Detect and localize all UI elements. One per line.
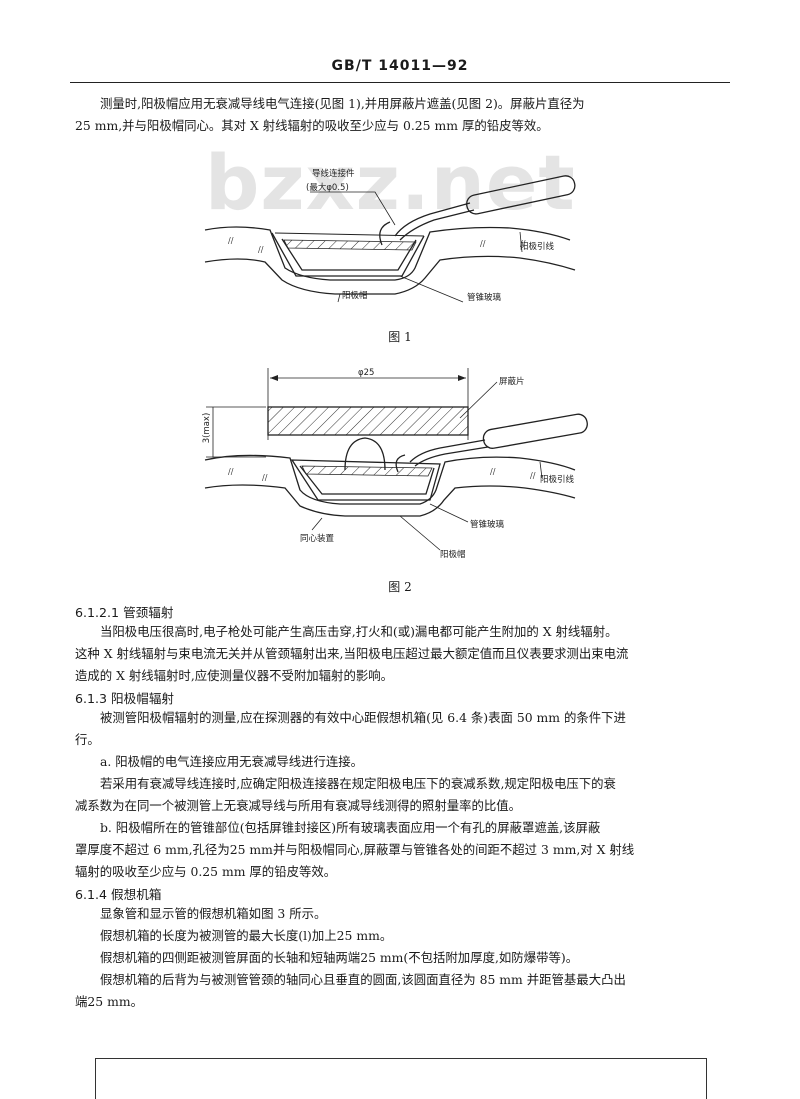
fig2-label-diameter: φ25: [358, 368, 374, 378]
fig1-label-connector-size: (最大φ0.5): [306, 182, 349, 193]
watermark: bzxz.net: [205, 138, 576, 227]
svg-text://: //: [480, 239, 486, 248]
figure-1-drawing: [204, 175, 576, 303]
fig2-label-lead: 阳极引线: [540, 474, 575, 485]
fig1-label-connector: 导线连接件: [312, 168, 355, 179]
s613-item-a: a. 阳极帽的电气连接应用无衰减导线进行连接。: [100, 754, 364, 769]
heading-6-1-4: 6.1.4 假想机箱: [75, 887, 162, 902]
heading-6-1-3: 6.1.3 阳极帽辐射: [75, 691, 175, 706]
figure-2-drawing: [204, 368, 588, 551]
fig2-label-concentric: 同心装置: [300, 533, 335, 544]
standard-number-header: GB/T 14011—92: [331, 58, 469, 74]
s613-line-2: 行。: [75, 732, 100, 747]
s614-line-3: 假想机箱的四侧距被测管屏面的长轴和短轴两端25 mm(不包括附加厚度,如防爆带等…: [100, 950, 579, 965]
s614-line-2: 假想机箱的长度为被测管的最大长度(l)加上25 mm。: [100, 928, 393, 943]
fig1-label-cap: 阳极帽: [342, 290, 368, 301]
footer-frame: [95, 1058, 707, 1099]
fig2-label-cap: 阳极帽: [440, 549, 466, 560]
fig2-label-glass: 管锥玻璃: [470, 519, 505, 530]
s6121-line-2: 这种 X 射线辐射与束电流无关并从管颈辐射出来,当阳极电压超过最大额定值而且仪表…: [75, 646, 629, 661]
figure-2-caption: 图 2: [388, 580, 412, 594]
fig2-label-shield: 屏蔽片: [499, 376, 525, 387]
svg-text://: //: [228, 236, 234, 245]
svg-text://: //: [228, 467, 234, 476]
figure-1-caption: 图 1: [388, 330, 412, 344]
figure-2-glass-marks: // // // //: [228, 467, 536, 482]
s613-item-b-line-1: b. 阳极帽所在的管锥部位(包括屏锥封接区)所有玻璃表面应用一个有孔的屏蔽罩遮盖…: [100, 820, 601, 835]
figure-1-glass-marks: // // // //: [228, 236, 526, 254]
s614-line-1: 显象管和显示管的假想机箱如图 3 所示。: [100, 906, 327, 921]
header-rule: [70, 82, 730, 83]
s614-line-4: 假想机箱的后背为与被测管管颈的轴同心且垂直的圆面,该圆面直径为 85 mm 并距…: [100, 972, 626, 987]
svg-text://: //: [490, 467, 496, 476]
s613-item-a-line-1: 若采用有衰减导线连接时,应确定阳极连接器在规定阳极电压下的衰减系数,规定阳极电压…: [100, 776, 616, 791]
svg-text://: //: [530, 471, 536, 480]
fig2-label-height: 3(max): [202, 413, 212, 444]
s613-item-a-line-2: 减系数为在同一个被测管上无衰减导线与所用有衰减导线测得的照射量率的比值。: [75, 798, 522, 813]
intro-line-1: 测量时,阳极帽应用无衰减导线电气连接(见图 1),并用屏蔽片遮盖(见图 2)。屏…: [100, 96, 585, 111]
s6121-line-3: 造成的 X 射线辐射时,应使测量仪器不受附加辐射的影响。: [75, 668, 394, 683]
s614-line-5: 端25 mm。: [75, 994, 143, 1009]
s613-item-b-line-2: 罩厚度不超过 6 mm,孔径为25 mm并与阳极帽同心,屏蔽罩与管锥各处的间距不…: [75, 842, 635, 857]
intro-line-2: 25 mm,并与阳极帽同心。其对 X 射线辐射的吸收至少应与 0.25 mm 厚…: [75, 118, 549, 133]
svg-text://: //: [262, 473, 268, 482]
s613-line-1: 被测管阳极帽辐射的测量,应在探测器的有效中心距假想机箱(见 6.4 条)表面 5…: [100, 710, 626, 725]
s613-item-b-line-3: 辐射的吸收至少应与 0.25 mm 厚的铅皮等效。: [75, 864, 337, 879]
s6121-line-1: 当阳极电压很高时,电子枪处可能产生高压击穿,打火和(或)漏电都可能产生附加的 X…: [100, 624, 618, 639]
fig1-label-lead: 阳极引线: [520, 241, 555, 252]
fig1-label-glass: 管锥玻璃: [467, 292, 502, 303]
svg-text://: //: [520, 239, 526, 248]
heading-6-1-2-1: 6.1.2.1 管颈辐射: [75, 605, 174, 620]
svg-text://: //: [258, 245, 264, 254]
